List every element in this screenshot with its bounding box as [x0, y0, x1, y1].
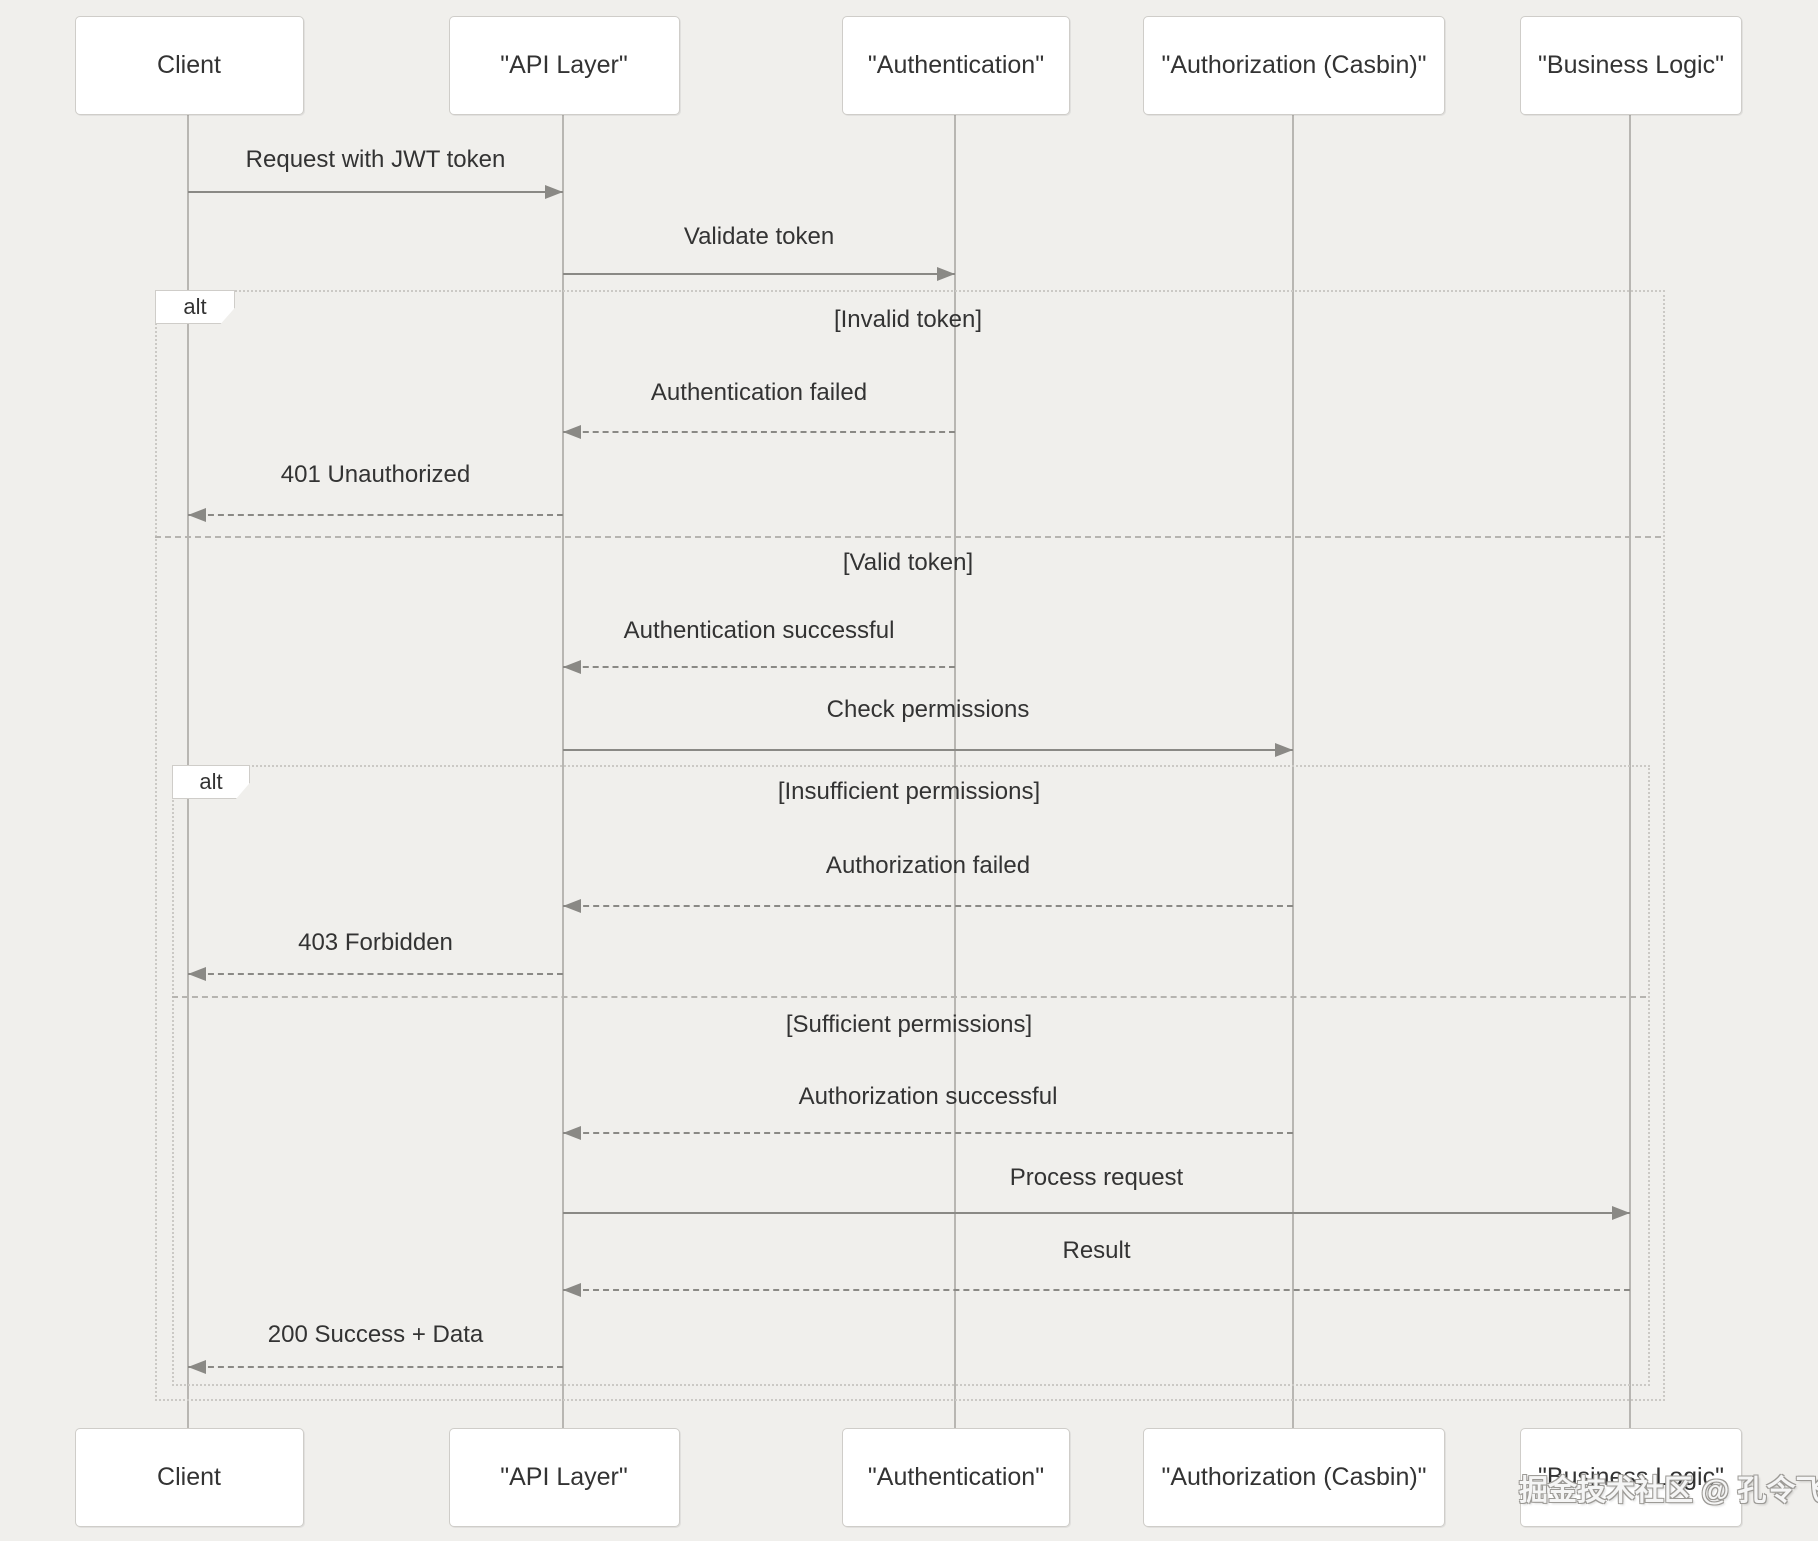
message-label: Authentication failed — [650, 379, 868, 406]
alt-label: alt — [199, 769, 223, 794]
message-arrow — [563, 899, 1293, 913]
lifeline-biz — [1629, 113, 1631, 1428]
lifeline-auth — [954, 113, 956, 1428]
message-label: Authorization failed — [825, 852, 1031, 879]
participant-client-top: Client — [74, 16, 304, 115]
message-arrow — [563, 1283, 1630, 1297]
message-label: Authorization successful — [798, 1083, 1058, 1110]
alt-frame-tab-0: alt — [155, 290, 235, 324]
lifeline-authz — [1292, 113, 1294, 1428]
alt-section-label: [Sufficient permissions] — [785, 1011, 1033, 1038]
message-label: 401 Unauthorized — [280, 461, 471, 488]
participant-label: "Authorization (Casbin)" — [1161, 1463, 1427, 1491]
message-arrow — [563, 1206, 1630, 1220]
alt-section-divider — [172, 996, 1646, 998]
arrowhead-icon — [545, 185, 563, 199]
participant-auth-top: "Authentication" — [842, 16, 1070, 115]
message-arrow — [188, 1360, 563, 1374]
alt-section-label: [Invalid token] — [833, 306, 983, 333]
alt-frame-tab-1: alt — [172, 765, 250, 799]
arrowhead-icon — [188, 967, 206, 981]
participant-label: "Authentication" — [867, 1463, 1045, 1491]
alt-section-label: [Insufficient permissions] — [777, 778, 1041, 805]
message-label: Authentication successful — [623, 617, 895, 644]
watermark-text: 掘金技术社区 @ 孔令飞 — [1519, 1475, 1818, 1507]
message-arrow — [563, 267, 955, 281]
alt-frame-0 — [155, 290, 1665, 1401]
arrowhead-icon — [188, 508, 206, 522]
arrowhead-icon — [563, 899, 581, 913]
arrowhead-icon — [563, 425, 581, 439]
message-label: Result — [1062, 1237, 1131, 1264]
lifeline-api — [562, 113, 564, 1428]
arrowhead-icon — [188, 1360, 206, 1374]
participant-label: "Business Logic" — [1538, 1463, 1724, 1491]
message-arrow — [563, 1126, 1293, 1140]
message-arrow — [188, 185, 563, 199]
participant-authz-top: "Authorization (Casbin)" — [1143, 16, 1445, 115]
message-label: 200 Success + Data — [267, 1321, 484, 1348]
message-arrow — [563, 743, 1293, 757]
alt-label: alt — [183, 294, 207, 319]
arrowhead-icon — [563, 1126, 581, 1140]
participant-biz-bottom: "Business Logic" — [1520, 1428, 1742, 1527]
arrowhead-icon — [1275, 743, 1293, 757]
arrowhead-icon — [563, 660, 581, 674]
participant-label: "API Layer" — [500, 51, 628, 79]
message-label: Request with JWT token — [245, 146, 506, 173]
participant-api-top: "API Layer" — [448, 16, 680, 115]
arrowhead-icon — [563, 1283, 581, 1297]
message-label: Process request — [1009, 1164, 1184, 1191]
participant-label: "API Layer" — [500, 1463, 628, 1491]
message-label: Check permissions — [826, 696, 1030, 723]
message-label: Validate token — [683, 223, 835, 250]
alt-section-label: [Valid token] — [842, 549, 974, 576]
participant-api-bottom: "API Layer" — [448, 1428, 680, 1527]
alt-frame-1 — [172, 765, 1650, 1386]
participant-biz-top: "Business Logic" — [1520, 16, 1742, 115]
participant-client-bottom: Client — [74, 1428, 304, 1527]
message-label: 403 Forbidden — [298, 929, 453, 956]
participant-authz-bottom: "Authorization (Casbin)" — [1143, 1428, 1445, 1527]
participant-label: "Business Logic" — [1538, 51, 1724, 79]
arrowhead-icon — [937, 267, 955, 281]
participant-label: Client — [157, 51, 221, 79]
message-arrow — [563, 660, 955, 674]
message-arrow — [188, 967, 563, 981]
participant-label: Client — [157, 1463, 221, 1491]
alt-section-divider — [155, 536, 1661, 538]
participant-label: "Authentication" — [867, 51, 1045, 79]
participant-label: "Authorization (Casbin)" — [1161, 51, 1427, 79]
participant-auth-bottom: "Authentication" — [842, 1428, 1070, 1527]
message-arrow — [563, 425, 955, 439]
arrowhead-icon — [1612, 1206, 1630, 1220]
message-arrow — [188, 508, 563, 522]
